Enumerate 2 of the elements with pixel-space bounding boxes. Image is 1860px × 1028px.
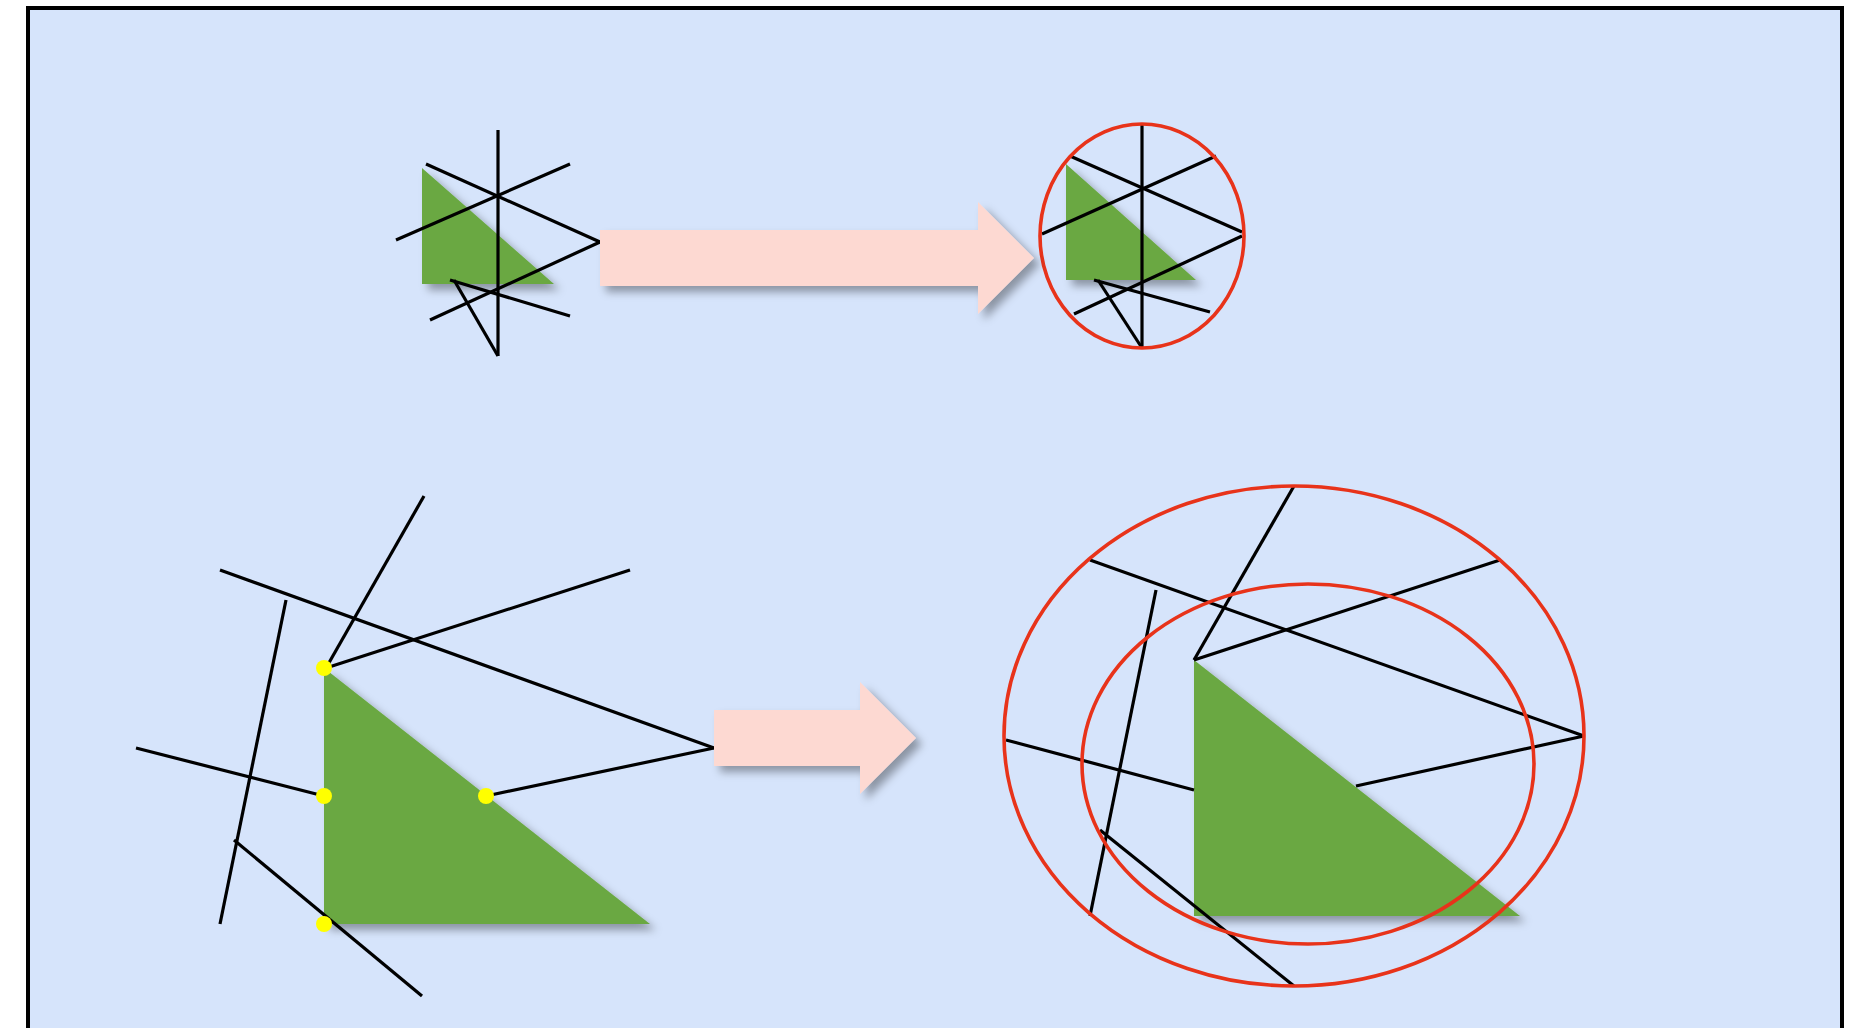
block-arrow xyxy=(600,202,1034,314)
block-arrow xyxy=(714,682,916,794)
